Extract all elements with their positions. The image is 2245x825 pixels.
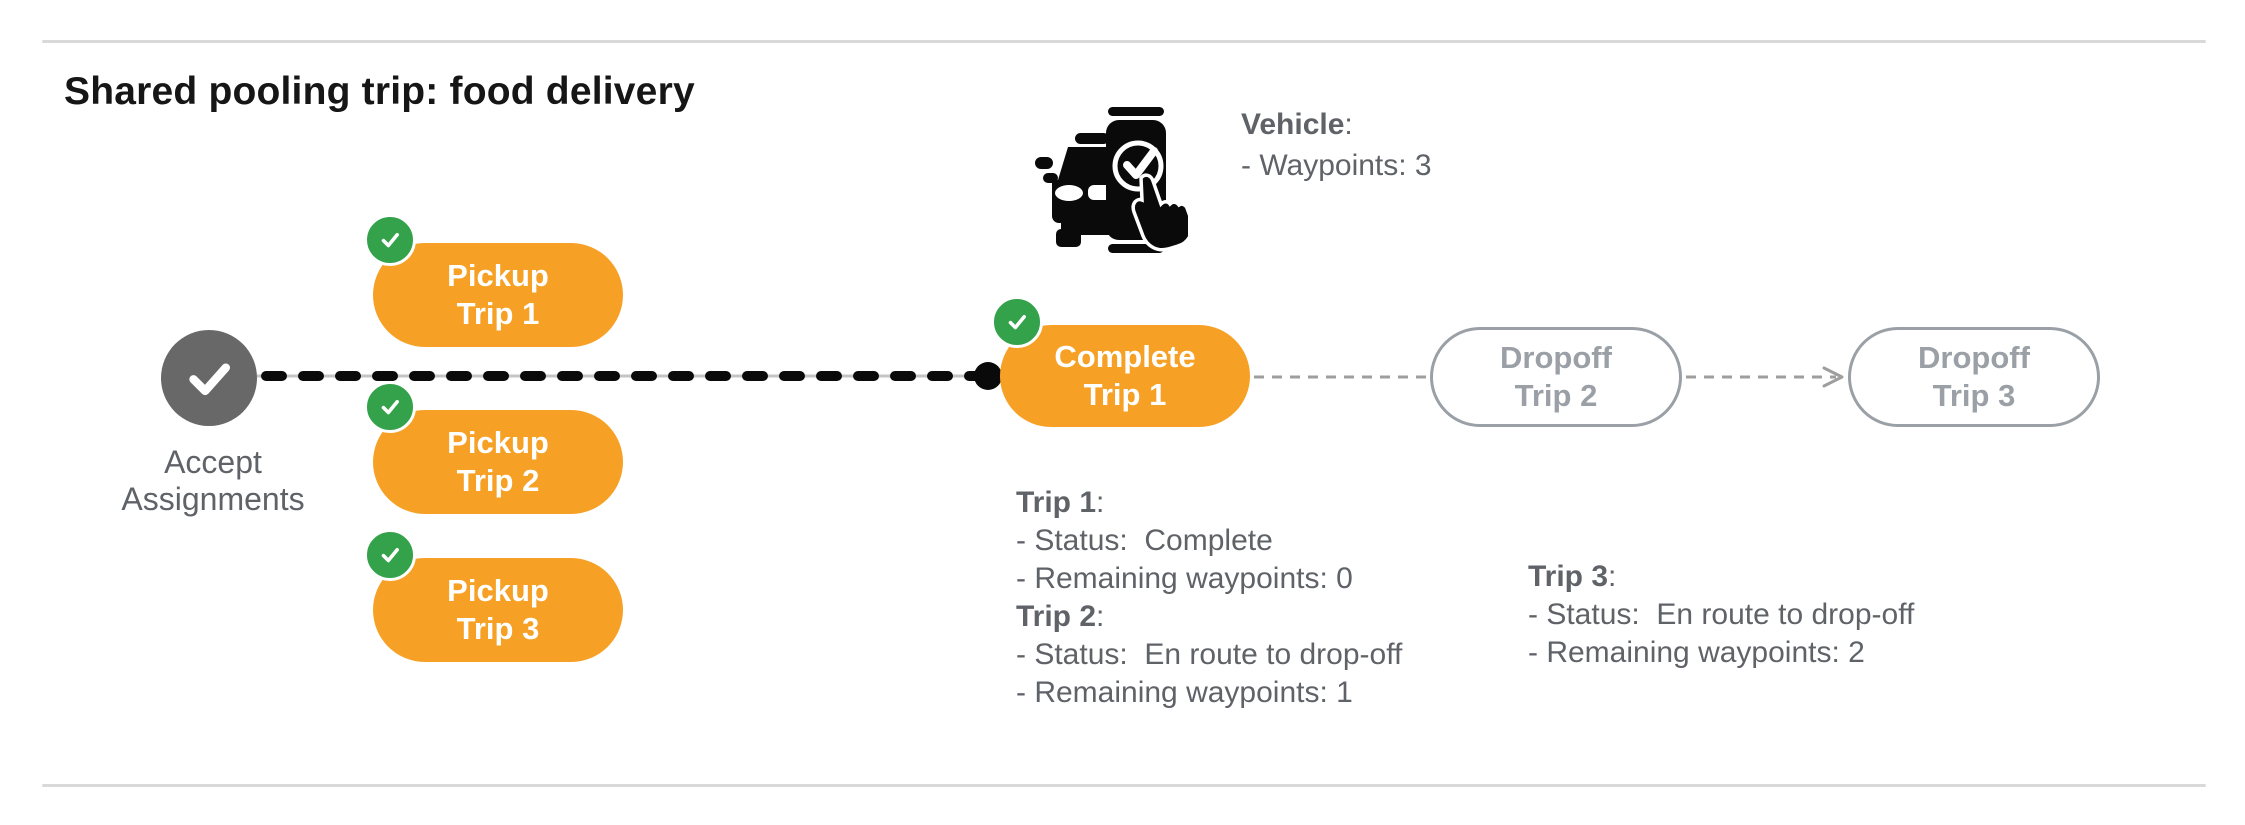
phone-check-circle bbox=[1112, 140, 1164, 192]
top-divider bbox=[42, 40, 2206, 43]
vehicle-heading: Vehicle: bbox=[1241, 108, 1353, 141]
trip-3-heading: Trip 3: bbox=[1528, 560, 1617, 593]
current-position-dot bbox=[974, 362, 1002, 390]
trip-1-2-status-panel: Trip 1: - Status: Complete - Remaining w… bbox=[1016, 484, 1402, 712]
node-label-line1: Pickup bbox=[447, 425, 549, 460]
node-pickup-trip-2: Pickup Trip 2 bbox=[364, 381, 623, 514]
robotaxi-phone-check-icon bbox=[1035, 107, 1188, 253]
node-label-line2: Trip 3 bbox=[456, 611, 540, 646]
vehicle-info: Vehicle: - Waypoints: 3 bbox=[1241, 104, 1432, 186]
node-accept-assignments bbox=[161, 330, 257, 426]
node-complete-trip-1: Complete Trip 1 bbox=[991, 296, 1250, 427]
phone-check-mark bbox=[1123, 147, 1158, 179]
trip-2-status: - Status: En route to drop-off bbox=[1016, 638, 1403, 671]
trip-1-status: - Status: Complete bbox=[1016, 524, 1273, 557]
node-label-line2: Trip 3 bbox=[1932, 378, 2016, 413]
completed-check-badge bbox=[364, 381, 416, 433]
node-label-line1: Pickup bbox=[447, 258, 549, 293]
node-label-line1: Pickup bbox=[447, 573, 549, 608]
node-dropoff-trip-3: Dropoff Trip 3 bbox=[1848, 327, 2100, 427]
trip-2-remaining-waypoints: - Remaining waypoints: 1 bbox=[1016, 676, 1353, 709]
trip-2-heading: Trip 2: bbox=[1016, 600, 1105, 633]
pointing-hand bbox=[1131, 173, 1188, 252]
trip-3-status: - Status: En route to drop-off bbox=[1528, 598, 1915, 631]
trip-3-remaining-waypoints: - Remaining waypoints: 2 bbox=[1528, 636, 1865, 669]
check-icon bbox=[189, 363, 230, 396]
node-pickup-trip-1: Pickup Trip 1 bbox=[364, 214, 623, 347]
trip-1-heading: Trip 1: bbox=[1016, 486, 1105, 519]
node-dropoff-trip-2: Dropoff Trip 2 bbox=[1430, 327, 1682, 427]
completed-check-badge bbox=[364, 214, 416, 266]
node-label-line2: Trip 1 bbox=[1083, 377, 1167, 412]
completed-check-badge bbox=[364, 529, 416, 581]
page-title: Shared pooling trip: food delivery bbox=[64, 70, 695, 113]
node-label-line2: Trip 2 bbox=[456, 463, 540, 498]
node-label-line2: Trip 2 bbox=[1514, 378, 1598, 413]
trip-3-status-panel: Trip 3: - Status: En route to drop-off -… bbox=[1528, 558, 1914, 672]
node-label-line1: Complete bbox=[1054, 339, 1196, 374]
arrowhead-icon bbox=[1822, 366, 1844, 388]
node-label-line2: Trip 1 bbox=[456, 296, 540, 331]
trip-1-remaining-waypoints: - Remaining waypoints: 0 bbox=[1016, 562, 1353, 595]
completed-check-badge bbox=[991, 296, 1043, 348]
node-label-line1: Dropoff bbox=[1918, 340, 2030, 375]
bottom-divider bbox=[42, 784, 2206, 787]
node-label-line1: Dropoff bbox=[1500, 340, 1612, 375]
node-pickup-trip-3: Pickup Trip 3 bbox=[364, 529, 623, 662]
accept-assignments-label: Accept Assignments bbox=[121, 444, 305, 517]
vehicle-waypoints: - Waypoints: 3 bbox=[1241, 149, 1432, 182]
